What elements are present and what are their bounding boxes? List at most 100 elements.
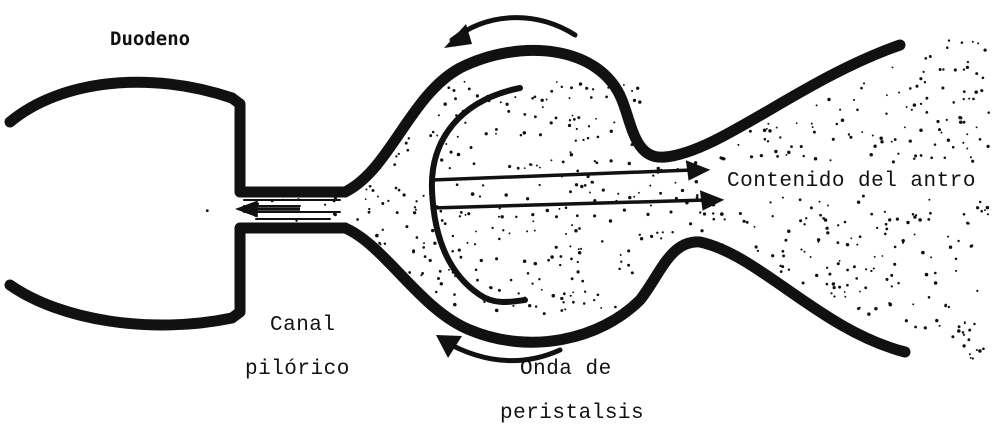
- content-dot: [805, 217, 807, 219]
- content-dot: [561, 86, 563, 88]
- content-dot: [889, 303, 893, 307]
- content-dot: [885, 112, 887, 114]
- content-dot: [633, 99, 636, 102]
- content-dot: [432, 131, 435, 134]
- content-dot: [884, 211, 886, 213]
- content-dot: [580, 185, 583, 188]
- content-dot: [628, 196, 631, 199]
- content-dot: [457, 153, 461, 157]
- content-dot: [538, 278, 540, 280]
- content-dot: [408, 271, 411, 274]
- content-dot: [452, 235, 454, 237]
- content-dot: [538, 184, 540, 186]
- pyloric-label: pilórico: [245, 358, 350, 381]
- content-dot: [885, 223, 888, 226]
- content-dot: [880, 140, 883, 143]
- content-dot: [928, 296, 931, 299]
- content-dot: [944, 156, 947, 159]
- content-dot: [813, 131, 816, 134]
- content-dot: [742, 220, 745, 223]
- content-dot: [952, 101, 955, 104]
- content-dot: [825, 227, 828, 230]
- content-dot: [879, 137, 883, 141]
- content-dot: [662, 231, 664, 233]
- content-dot: [584, 184, 587, 187]
- content-dot: [935, 319, 938, 322]
- content-dot: [369, 185, 372, 188]
- content-dot: [844, 291, 846, 293]
- content-dot: [366, 189, 368, 191]
- content-dot: [546, 209, 549, 212]
- content-dot: [963, 68, 965, 70]
- content-dot: [848, 133, 850, 135]
- content-dot: [936, 120, 939, 123]
- content-dot: [633, 196, 635, 198]
- content-dot: [979, 138, 982, 141]
- content-dot: [453, 89, 456, 92]
- content-dot: [524, 167, 526, 169]
- content-dot: [372, 189, 375, 192]
- content-dot: [850, 237, 852, 239]
- content-dot: [923, 71, 925, 73]
- content-dot: [577, 116, 580, 119]
- content-dot: [896, 217, 899, 220]
- content-dot: [605, 96, 608, 99]
- content-dot: [562, 301, 564, 303]
- content-dot: [919, 129, 923, 133]
- content-dot: [453, 303, 457, 307]
- content-dot: [934, 272, 937, 275]
- content-dot: [814, 157, 818, 161]
- peristaltic-wave-contour: [432, 88, 525, 302]
- content-dot: [874, 307, 877, 310]
- content-dot: [913, 103, 916, 106]
- content-dot: [749, 130, 752, 133]
- content-dot: [939, 68, 942, 71]
- content-dot: [356, 218, 359, 221]
- content-dot: [541, 289, 543, 291]
- content-dot: [712, 218, 715, 221]
- content-dot: [963, 98, 965, 100]
- content-dot: [919, 77, 922, 80]
- content-dot: [543, 312, 546, 315]
- content-dot: [324, 204, 326, 206]
- canal-arrowhead-icon: [240, 203, 256, 215]
- content-dot: [846, 284, 849, 287]
- content-dot: [913, 158, 915, 160]
- content-dot: [980, 210, 983, 213]
- content-dot: [585, 87, 588, 90]
- content-dot: [602, 189, 605, 192]
- content-dot: [563, 292, 566, 295]
- content-dot: [507, 110, 510, 113]
- content-dot: [948, 39, 950, 41]
- content-dot: [535, 305, 537, 307]
- content-dot: [830, 292, 832, 294]
- content-dot: [934, 281, 938, 285]
- content-dot: [865, 268, 867, 270]
- content-dot: [918, 218, 922, 222]
- content-dot: [560, 309, 563, 312]
- content-dot: [972, 357, 974, 359]
- content-dot: [467, 242, 469, 244]
- content-dot: [767, 123, 769, 125]
- content-dot: [555, 215, 558, 218]
- content-dot: [884, 233, 887, 236]
- content-dot: [495, 257, 498, 260]
- content-dot: [816, 104, 818, 106]
- content-dot: [569, 119, 571, 121]
- content-dot: [422, 195, 424, 197]
- content-dot: [393, 163, 396, 166]
- content-dot: [855, 277, 858, 280]
- content-dot: [906, 221, 909, 224]
- content-dot: [646, 213, 649, 216]
- content-dot: [987, 111, 990, 114]
- content-dot: [556, 81, 558, 83]
- content-dot: [558, 208, 560, 210]
- content-dot: [930, 256, 932, 258]
- content-dot: [925, 97, 928, 100]
- content-dot: [832, 282, 835, 285]
- content-dot: [491, 227, 493, 229]
- content-dot: [873, 267, 875, 269]
- content-dot: [833, 295, 835, 297]
- content-dot: [952, 146, 955, 149]
